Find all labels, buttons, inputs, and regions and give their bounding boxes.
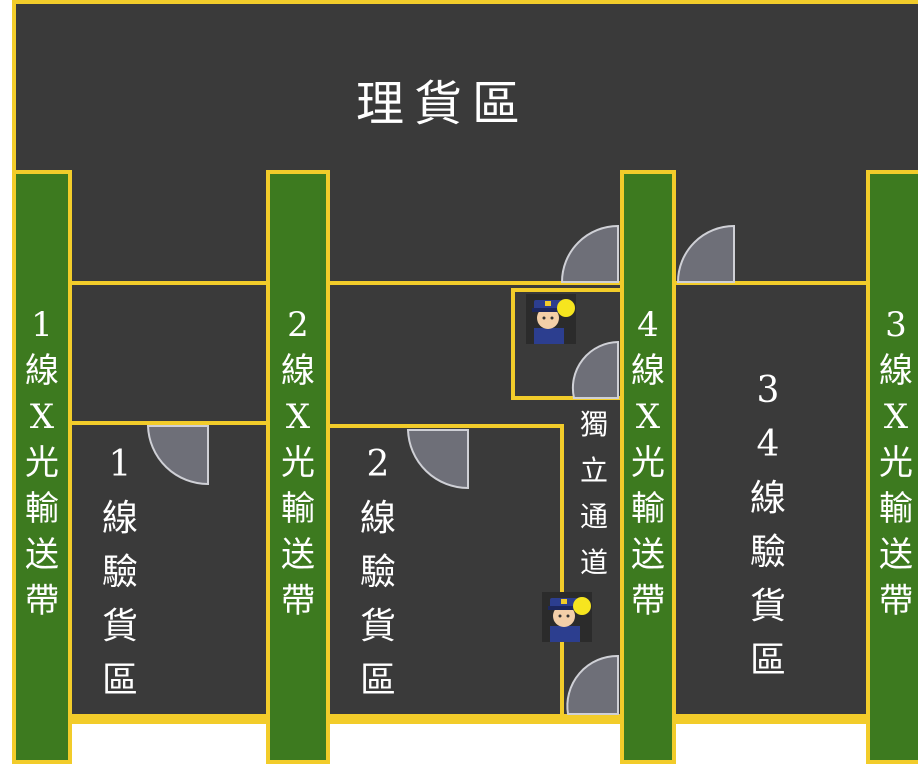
wall-inspect1-top xyxy=(70,421,270,425)
wall-inspect2-top xyxy=(328,424,564,428)
door-swing-icon xyxy=(146,425,209,486)
sorting-area-title: 理貨區 xyxy=(356,76,531,132)
sorting-area xyxy=(12,0,918,724)
door-swing-icon xyxy=(566,654,619,715)
door-swing-icon xyxy=(571,340,619,399)
wall-horizontal-mid xyxy=(328,281,624,285)
wall-guardroom-bottom xyxy=(511,396,621,400)
wall-horizontal-left xyxy=(70,281,270,285)
wall-guardroom-left xyxy=(511,288,515,400)
door-swing-icon xyxy=(406,429,469,490)
security-guard-icon xyxy=(542,592,592,642)
independent-passage-label: 獨立通道 xyxy=(579,408,608,579)
wall-guardroom-top xyxy=(511,288,621,292)
door-swing-icon xyxy=(560,224,619,283)
wall-inspect2-right xyxy=(560,424,564,718)
wall-bottom xyxy=(12,714,918,720)
wall-horizontal-right xyxy=(676,281,872,285)
door-swing-icon xyxy=(676,224,735,283)
security-guard-icon xyxy=(526,294,576,344)
